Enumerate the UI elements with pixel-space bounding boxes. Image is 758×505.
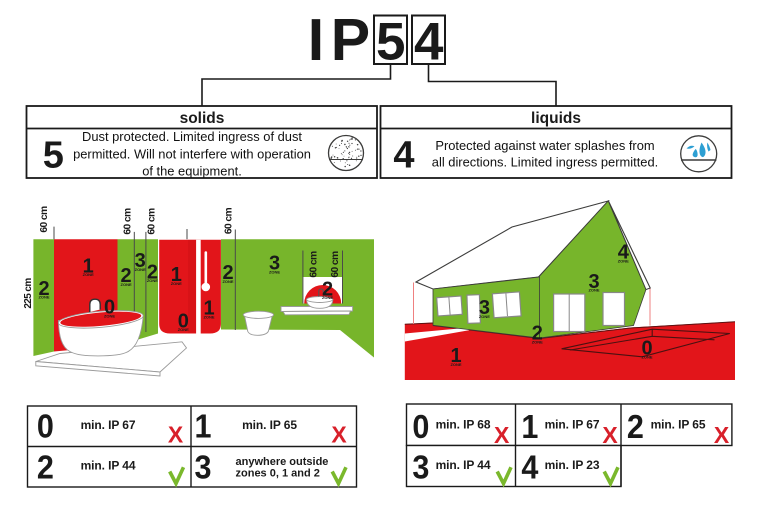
svg-text:1: 1 bbox=[521, 408, 538, 445]
svg-text:1: 1 bbox=[203, 297, 214, 319]
svg-text:ZONE: ZONE bbox=[121, 282, 132, 287]
svg-text:zones 0, 1 and 2: zones 0, 1 and 2 bbox=[236, 467, 320, 479]
svg-text:0: 0 bbox=[37, 408, 54, 445]
svg-text:ZONE: ZONE bbox=[222, 279, 233, 284]
svg-text:2: 2 bbox=[38, 278, 49, 300]
svg-text:min. IP 67: min. IP 67 bbox=[545, 418, 600, 432]
svg-text:60 cm: 60 cm bbox=[39, 206, 50, 233]
svg-text:60 cm: 60 cm bbox=[330, 251, 341, 278]
svg-text:min. IP 44: min. IP 44 bbox=[81, 459, 136, 473]
svg-text:4: 4 bbox=[618, 242, 630, 264]
svg-text:ZONE: ZONE bbox=[135, 267, 146, 272]
svg-text:min. IP 23: min. IP 23 bbox=[545, 458, 600, 472]
svg-text:X: X bbox=[168, 422, 184, 448]
svg-text:2: 2 bbox=[532, 322, 543, 344]
svg-text:3: 3 bbox=[135, 250, 146, 272]
svg-text:IP: IP bbox=[308, 7, 377, 73]
svg-text:ZONE: ZONE bbox=[479, 314, 490, 319]
svg-text:anywhere outside: anywhere outside bbox=[236, 456, 329, 468]
svg-text:solids: solids bbox=[180, 110, 225, 127]
svg-text:min. IP 67: min. IP 67 bbox=[81, 418, 136, 432]
svg-text:225 cm: 225 cm bbox=[23, 278, 34, 309]
svg-text:4: 4 bbox=[521, 449, 539, 486]
svg-text:ZONE: ZONE bbox=[532, 339, 543, 344]
svg-text:X: X bbox=[494, 422, 510, 448]
svg-text:0: 0 bbox=[104, 297, 115, 319]
svg-text:3: 3 bbox=[479, 297, 490, 319]
svg-text:5: 5 bbox=[376, 13, 405, 72]
svg-text:60 cm: 60 cm bbox=[224, 207, 235, 234]
svg-text:ZONE: ZONE bbox=[588, 288, 599, 293]
svg-text:ZONE: ZONE bbox=[641, 354, 652, 359]
svg-text:ZONE: ZONE bbox=[322, 295, 333, 300]
svg-text:ZONE: ZONE bbox=[450, 362, 461, 367]
svg-text:all directions. Limited ingres: all directions. Limited ingress permitte… bbox=[432, 155, 658, 170]
svg-text:X: X bbox=[714, 422, 730, 448]
svg-text:60 cm: 60 cm bbox=[146, 208, 157, 235]
svg-text:X: X bbox=[331, 422, 347, 448]
svg-text:0: 0 bbox=[412, 408, 429, 445]
svg-text:2: 2 bbox=[627, 408, 644, 445]
svg-text:min. IP 65: min. IP 65 bbox=[242, 418, 297, 432]
svg-text:2: 2 bbox=[147, 261, 158, 283]
svg-text:60 cm: 60 cm bbox=[309, 251, 320, 278]
svg-text:of the equipment.: of the equipment. bbox=[142, 164, 242, 179]
svg-text:3: 3 bbox=[588, 271, 599, 293]
svg-text:3: 3 bbox=[195, 448, 212, 485]
svg-text:3: 3 bbox=[412, 449, 429, 486]
svg-text:3: 3 bbox=[269, 253, 280, 275]
svg-text:ZONE: ZONE bbox=[38, 295, 49, 300]
svg-text:5: 5 bbox=[43, 135, 64, 177]
svg-text:min. IP 65: min. IP 65 bbox=[651, 418, 706, 432]
svg-text:min. IP 68: min. IP 68 bbox=[436, 418, 491, 432]
svg-text:ZONE: ZONE bbox=[83, 272, 94, 277]
svg-text:1: 1 bbox=[195, 408, 212, 445]
svg-text:2: 2 bbox=[121, 265, 132, 287]
svg-text:1: 1 bbox=[171, 264, 182, 286]
svg-text:4: 4 bbox=[393, 135, 414, 177]
svg-text:2: 2 bbox=[322, 278, 333, 300]
svg-text:4: 4 bbox=[414, 13, 444, 72]
svg-text:ZONE: ZONE bbox=[269, 270, 280, 275]
svg-text:60 cm: 60 cm bbox=[123, 208, 134, 235]
svg-text:0: 0 bbox=[178, 310, 189, 332]
svg-text:ZONE: ZONE bbox=[618, 259, 629, 264]
svg-text:ZONE: ZONE bbox=[171, 281, 182, 286]
svg-text:ZONE: ZONE bbox=[203, 314, 214, 319]
svg-text:ZONE: ZONE bbox=[104, 313, 115, 318]
svg-text:0: 0 bbox=[641, 338, 652, 360]
svg-text:Protected against water splash: Protected against water splashes from bbox=[435, 138, 654, 153]
svg-text:ZONE: ZONE bbox=[147, 278, 158, 283]
svg-text:1: 1 bbox=[83, 255, 94, 277]
svg-text:min. IP 44: min. IP 44 bbox=[436, 458, 491, 472]
svg-text:ZONE: ZONE bbox=[178, 327, 189, 332]
svg-text:1: 1 bbox=[450, 345, 461, 367]
svg-text:Dust protected. Limited ingres: Dust protected. Limited ingress of dust bbox=[82, 129, 302, 144]
svg-text:permitted. Will not interfere: permitted. Will not interfere with opera… bbox=[73, 146, 311, 161]
svg-text:2: 2 bbox=[222, 262, 233, 284]
svg-text:2: 2 bbox=[37, 448, 54, 485]
svg-text:liquids: liquids bbox=[531, 110, 581, 127]
svg-text:X: X bbox=[602, 422, 618, 448]
